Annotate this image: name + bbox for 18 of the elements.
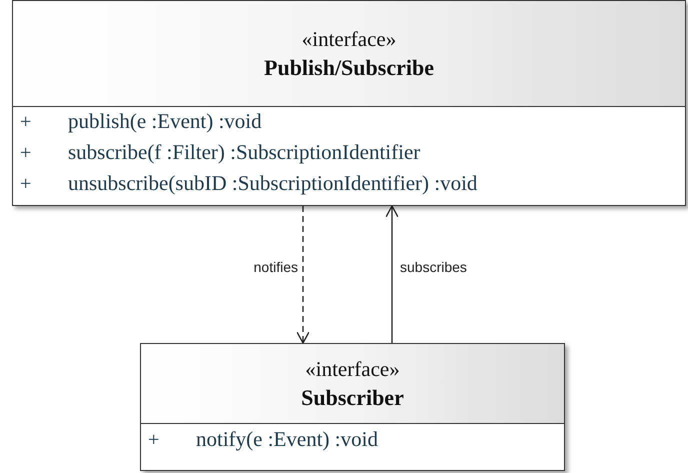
- visibility-marker: +: [19, 142, 32, 165]
- operation-signature: unsubscribe(subID :SubscriptionIdentifier) :void: [68, 171, 478, 196]
- dashed-arrow: [296, 206, 310, 344]
- visibility-marker: +: [19, 111, 32, 134]
- stereotype-label: «interface»: [305, 356, 400, 382]
- interface-box: [12, 0, 686, 206]
- operation-signature: publish(e :Event) :void: [68, 109, 262, 134]
- stereotype-label: «interface»: [302, 26, 396, 52]
- interface-name: Subscriber: [301, 384, 404, 412]
- visibility-marker: +: [147, 429, 160, 452]
- operation-signature: notify(e :Event) :void: [196, 427, 378, 452]
- interface-box: [140, 343, 565, 471]
- interface-name: Publish/Subscribe: [264, 54, 434, 82]
- edge-label: subscribes: [400, 259, 467, 275]
- arrow: [385, 205, 399, 343]
- edge-label: notifies: [254, 259, 298, 275]
- visibility-marker: +: [19, 173, 32, 196]
- operation-signature: subscribe(f :Filter) :SubscriptionIdentifier: [68, 140, 420, 165]
